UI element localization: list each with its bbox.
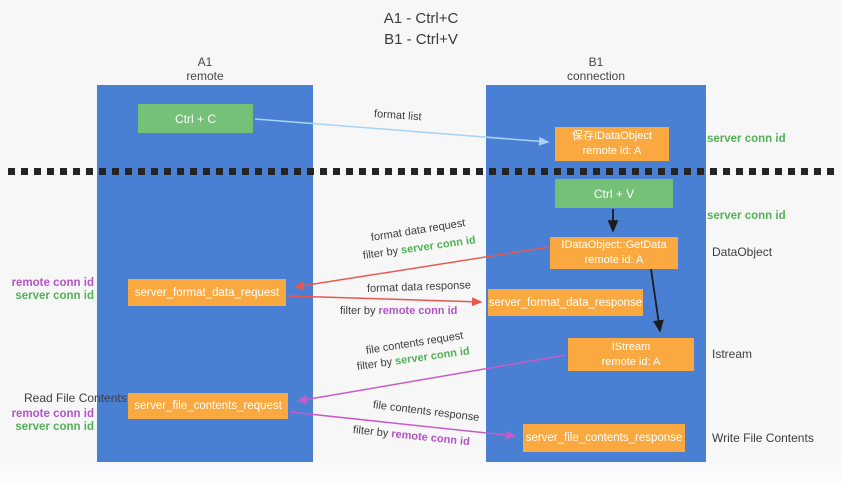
server-file-contents-request-node: server_file_contents_request: [128, 393, 288, 419]
remote-conn-id-key: remote conn id: [390, 428, 471, 449]
save-dataobject-node: 保存IDataObject remote id: A: [555, 127, 669, 161]
ctrl-v-node: Ctrl + V: [555, 179, 673, 208]
read-file-contents-label: Read File Contents: [24, 391, 127, 405]
format-data-response-filter-label: filter by remote conn id: [340, 305, 457, 317]
istream-line2: remote id: A: [601, 355, 661, 368]
format-list-label: format list: [373, 108, 422, 124]
filter-by-text: filter by: [352, 424, 392, 440]
file-remote-conn-id-label: remote conn id: [11, 408, 94, 420]
getdata-node: IDataObject::GetData remote id: A: [550, 237, 678, 269]
getdata-line2: remote id: A: [584, 254, 644, 266]
filter-by-text: filter by: [362, 244, 402, 262]
getdata-line1: IDataObject::GetData: [561, 239, 667, 251]
istream-node: IStream remote id: A: [568, 338, 694, 371]
istream-side-label: Istream: [712, 347, 753, 361]
lane-a-subtitle: remote: [186, 69, 224, 83]
lane-b-subtitle: connection: [566, 69, 626, 83]
save-server-conn-id-label: server conn id: [707, 133, 786, 145]
paste-server-conn-id-label: server conn id: [707, 210, 786, 222]
write-file-contents-label: Write File Contents: [712, 431, 814, 445]
phase-divider-dotted-line: [8, 168, 836, 175]
file-contents-response-label: file contents response: [372, 399, 480, 424]
server-format-data-request-label: server_format_data_request: [134, 286, 280, 299]
server-format-data-response-label: server_format_data_response: [488, 296, 643, 309]
title-line-copy: A1 - Ctrl+C: [383, 10, 459, 27]
server-format-data-response-node: server_format_data_response: [488, 289, 643, 316]
server-file-contents-response-node: server_file_contents_response: [523, 424, 685, 452]
server-file-contents-response-label: server_file_contents_response: [525, 432, 683, 444]
ctrl-v-label: Ctrl + V: [593, 186, 635, 201]
save-dataobject-line1: 保存IDataObject: [571, 130, 653, 142]
file-server-conn-id-label: server conn id: [15, 421, 94, 433]
lane-a-header: A1 remote: [97, 55, 313, 83]
dataobject-label: DataObject: [712, 245, 773, 259]
lane-b-name: B1: [588, 55, 604, 69]
ctrl-c-node: Ctrl + C: [138, 104, 253, 133]
format-remote-conn-id-label: remote conn id: [11, 277, 94, 289]
ctrl-c-label: Ctrl + C: [174, 111, 216, 126]
server-format-data-request-node: server_format_data_request: [128, 279, 286, 306]
server-file-contents-request-label: server_file_contents_request: [134, 400, 282, 412]
filter-by-text: filter by: [340, 305, 379, 317]
save-dataobject-line2: remote id: A: [582, 145, 642, 157]
lane-a-name: A1: [197, 55, 213, 69]
filter-by-text: filter by: [356, 355, 396, 373]
title-line-paste: B1 - Ctrl+V: [384, 31, 458, 48]
file-contents-response-filter-label: filter by remote conn id: [352, 424, 470, 448]
format-data-response-label: format data response: [366, 279, 472, 295]
diagram-title: A1 - Ctrl+C B1 - Ctrl+V: [0, 8, 842, 50]
istream-line1: IStream: [611, 340, 651, 353]
format-data-response-arrow: [287, 295, 483, 307]
format-server-conn-id-label: server conn id: [15, 290, 94, 302]
lane-b-header: B1 connection: [486, 55, 706, 83]
remote-conn-id-key: remote conn id: [378, 305, 458, 317]
